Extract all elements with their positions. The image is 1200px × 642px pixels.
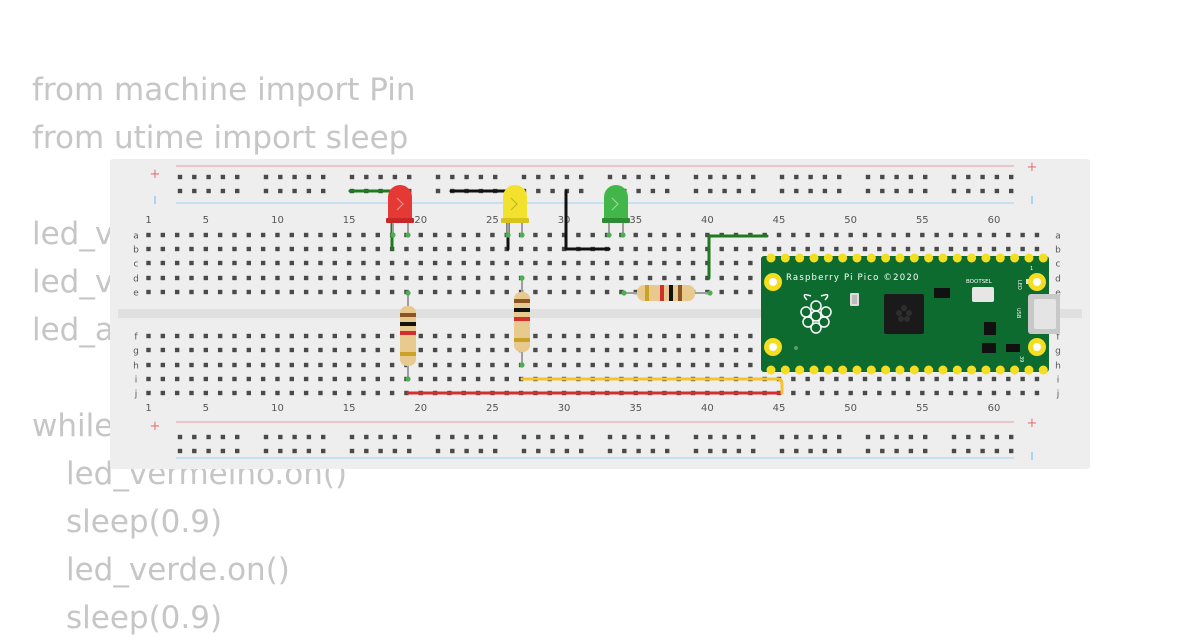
wire-green-resistor-pico[interactable]: [707, 234, 769, 280]
row-letter: a: [133, 232, 139, 242]
column-number: 35: [629, 403, 642, 414]
wire-black-led-green[interactable]: [564, 189, 611, 251]
column-number: 1: [145, 403, 151, 414]
column-number: 25: [486, 215, 499, 226]
column-number: 15: [343, 403, 356, 414]
row-letter: d: [1055, 275, 1061, 285]
column-number: 5: [203, 215, 209, 226]
column-number: 45: [773, 403, 786, 414]
raspberry-logo: [800, 293, 832, 334]
column-number: 30: [558, 215, 571, 226]
led-label: LED: [1016, 280, 1022, 290]
resistor-1[interactable]: [400, 290, 416, 382]
resistor-2[interactable]: [514, 275, 530, 368]
pico-title: Raspberry Pi Pico ©2020: [786, 273, 920, 283]
column-number: 5: [203, 403, 209, 414]
column-number: 35: [629, 215, 642, 226]
mounting-holes: [764, 273, 1046, 356]
row-letter: f: [134, 333, 138, 343]
column-number: 55: [916, 403, 929, 414]
row-letter: g: [1055, 347, 1061, 357]
column-number: 20: [414, 403, 427, 414]
row-letter: i: [1057, 376, 1060, 386]
usb-label: USB: [1015, 308, 1021, 319]
column-number: 40: [701, 403, 714, 414]
row-letter: h: [1055, 362, 1061, 372]
bootsel-label: BOOTSEL: [966, 279, 993, 285]
row-letter: c: [1056, 260, 1061, 270]
column-number: 50: [844, 215, 857, 226]
code-line: sleep(0.9): [66, 504, 223, 540]
row-letter: j: [1056, 390, 1060, 400]
row-letter: d: [133, 275, 139, 285]
rail-plus-bottom-right: +: [1027, 416, 1038, 431]
pin-number-top: 1: [1030, 266, 1033, 272]
code-line: from machine import Pin: [32, 72, 416, 108]
row-letter: b: [133, 246, 139, 256]
rail-plus-top-right: +: [1027, 160, 1038, 175]
code-line: led_v: [32, 264, 114, 300]
column-number: 25: [486, 403, 499, 414]
bootsel-button[interactable]: [972, 287, 994, 302]
row-letter: e: [1055, 289, 1061, 299]
code-line: from utime import sleep: [32, 120, 409, 156]
rp2040-chip: [884, 294, 924, 334]
row-letter: b: [1055, 246, 1061, 256]
raspberry-pi-pico[interactable]: Raspberry Pi Pico ©2020 BOOTSEL LED USB …: [761, 253, 1060, 375]
led-yellow[interactable]: [501, 185, 529, 238]
code-line: while: [32, 408, 114, 444]
row-letter: c: [134, 260, 139, 270]
column-number: 15: [343, 215, 356, 226]
row-letter: e: [133, 289, 139, 299]
column-number: 60: [988, 215, 1001, 226]
row-letter: j: [134, 390, 138, 400]
column-number: 1: [145, 215, 151, 226]
rail-plus-bottom-left: +: [150, 419, 161, 434]
row-letter: i: [135, 376, 138, 386]
resistor-3[interactable]: [621, 285, 713, 301]
code-line: led_verde.on(): [66, 552, 290, 588]
led-green[interactable]: [602, 185, 630, 238]
led-red[interactable]: [386, 185, 414, 238]
code-line: led_v: [32, 216, 114, 252]
column-number: 20: [414, 215, 427, 226]
column-number: 60: [988, 403, 1001, 414]
row-letter: f: [1056, 333, 1060, 343]
column-number: 45: [773, 215, 786, 226]
chip-logo: [896, 305, 912, 322]
pico-castellated-pins: [766, 253, 1048, 375]
column-number: 40: [701, 215, 714, 226]
wire-yellow-bottom[interactable]: [520, 377, 784, 395]
row-letter: h: [133, 362, 139, 372]
code-line: led_a: [32, 312, 114, 348]
column-number: 50: [844, 403, 857, 414]
column-number: 30: [558, 403, 571, 414]
row-letter: g: [133, 347, 139, 357]
pin-number-bottom: 39: [1018, 356, 1024, 362]
row-letter: a: [1055, 232, 1061, 242]
column-number: 10: [271, 403, 284, 414]
rail-plus-top-left: +: [150, 167, 161, 182]
column-number: 55: [916, 215, 929, 226]
column-number: 10: [271, 215, 284, 226]
